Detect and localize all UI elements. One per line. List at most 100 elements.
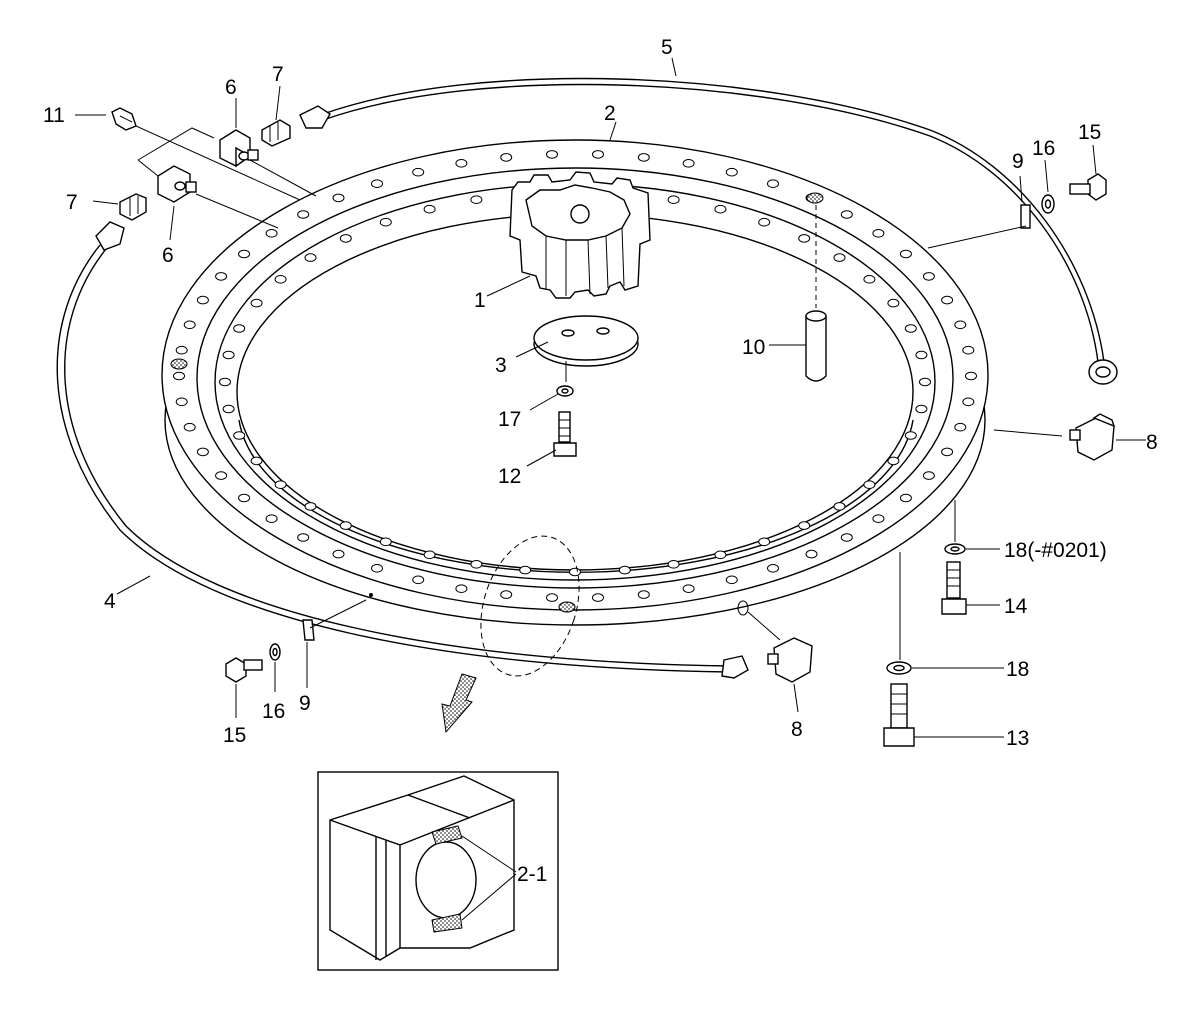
grease-pipe-5 xyxy=(299,77,1118,385)
bolt-hole xyxy=(954,320,967,330)
pipe-clamp-9-right xyxy=(1020,204,1031,229)
bolt-hole xyxy=(887,456,900,466)
bolt-15-right xyxy=(1069,173,1107,201)
callout-18-upper: 18(-#0201) xyxy=(1004,539,1107,562)
pipe-5-line-a xyxy=(325,77,1105,363)
clamp-leader-right xyxy=(927,225,1027,249)
pipe-4-line-a xyxy=(56,244,731,673)
bolt-hole xyxy=(887,298,900,308)
bolt-hole xyxy=(423,204,436,214)
bolt-hole xyxy=(304,253,317,262)
bolt-hole xyxy=(840,533,853,542)
callout-7-upper: 7 xyxy=(272,63,284,86)
bolt-hole xyxy=(767,179,779,188)
grease-port-front xyxy=(737,600,749,616)
pipe-5-line-b xyxy=(325,83,1099,363)
bolt-hole xyxy=(265,514,278,524)
bolt-hole xyxy=(196,295,209,305)
bolt-hole xyxy=(219,377,231,387)
callout-4: 4 xyxy=(104,590,116,613)
bolt-hole xyxy=(339,234,352,243)
callout-9-right: 9 xyxy=(1012,150,1024,173)
detail-area-dashed xyxy=(480,535,580,677)
bolt-hole xyxy=(519,565,532,575)
bolt-hole xyxy=(332,193,345,203)
bolt-hole xyxy=(250,456,263,466)
bolt-15-left xyxy=(225,657,263,683)
callout-1: 1 xyxy=(474,289,486,312)
bolt-hole xyxy=(297,533,310,542)
gear-tooth-line xyxy=(587,239,591,295)
bolt-hole xyxy=(470,560,483,569)
cover-plate xyxy=(533,315,639,382)
washer-18-upper xyxy=(944,500,966,555)
detail-frame xyxy=(317,771,559,971)
bolt-hole xyxy=(618,565,631,575)
bolt-hole xyxy=(592,593,604,602)
bolt-hole xyxy=(175,345,188,355)
plate-hole xyxy=(596,327,610,335)
washer-17 xyxy=(556,385,574,397)
bolt-hole xyxy=(500,590,513,599)
bolt-hole xyxy=(941,295,954,305)
bolt-hole-small xyxy=(369,593,373,597)
elbow-6-lower xyxy=(157,165,197,203)
bolt-hole xyxy=(833,502,846,511)
callout-2-1: 2-1 xyxy=(517,863,547,886)
bolt-hole xyxy=(222,350,235,360)
callout-15-left: 15 xyxy=(223,724,246,747)
bolt-hole xyxy=(592,150,604,159)
bolt-hole xyxy=(725,167,738,177)
callout-8-front: 8 xyxy=(791,718,803,741)
bolt-hole xyxy=(915,404,928,414)
gear-tooth-line xyxy=(621,227,625,287)
swing-bearing-ring xyxy=(161,139,989,626)
bolt-hole xyxy=(569,567,581,577)
callout-5: 5 xyxy=(661,36,673,59)
bolt-hole xyxy=(371,179,383,188)
bolt-hole xyxy=(215,272,228,281)
bolt-hole xyxy=(872,229,885,238)
ring-inner-step xyxy=(196,167,954,589)
pipe-4-fitting-top xyxy=(95,221,125,251)
bolt-12 xyxy=(553,411,577,457)
bolt-hole xyxy=(725,575,738,585)
grease-hole-top xyxy=(806,192,824,204)
bolt-hole xyxy=(714,550,727,560)
bolt-hole xyxy=(667,195,680,204)
clamp-leader-left xyxy=(309,599,367,629)
bolt-hole xyxy=(546,150,558,159)
bolt-hole xyxy=(274,275,287,284)
callout-labels: 5 2 11 6 7 7 6 1 3 10 17 12 9 16 15 8 18… xyxy=(43,36,1158,886)
bolt-hole xyxy=(833,253,846,262)
fitting-leaders xyxy=(135,125,317,229)
bolt-hole xyxy=(798,521,811,530)
detail-arrow xyxy=(441,673,477,734)
bolt-hole xyxy=(250,298,263,308)
bolt-hole xyxy=(899,249,912,259)
washer-16-right xyxy=(1041,194,1055,214)
pinion-gear xyxy=(509,171,651,299)
callout-9-left: 9 xyxy=(299,692,311,715)
bolt-hole xyxy=(233,324,246,333)
bolt-hole xyxy=(500,153,513,162)
bolt-hole xyxy=(915,350,928,360)
detail-hatch-bottom xyxy=(431,913,463,933)
bolt-hole xyxy=(546,593,558,602)
bolt-hole xyxy=(238,493,251,503)
bolt-hole xyxy=(233,431,246,440)
bolt-hole xyxy=(274,480,287,490)
bolt-hole xyxy=(371,564,383,573)
grease-hole-front xyxy=(558,601,576,613)
bolt-hole xyxy=(412,167,425,177)
bolt-hole xyxy=(941,447,954,457)
bolt-hole xyxy=(758,217,771,227)
bolt-hole xyxy=(962,345,975,355)
bolt-hole xyxy=(455,584,468,594)
bolt-13 xyxy=(883,683,915,747)
callout-11: 11 xyxy=(43,104,65,127)
bolt-14 xyxy=(941,561,967,615)
detail-bore xyxy=(415,841,477,919)
pipe-4-fitting-end xyxy=(721,655,749,679)
